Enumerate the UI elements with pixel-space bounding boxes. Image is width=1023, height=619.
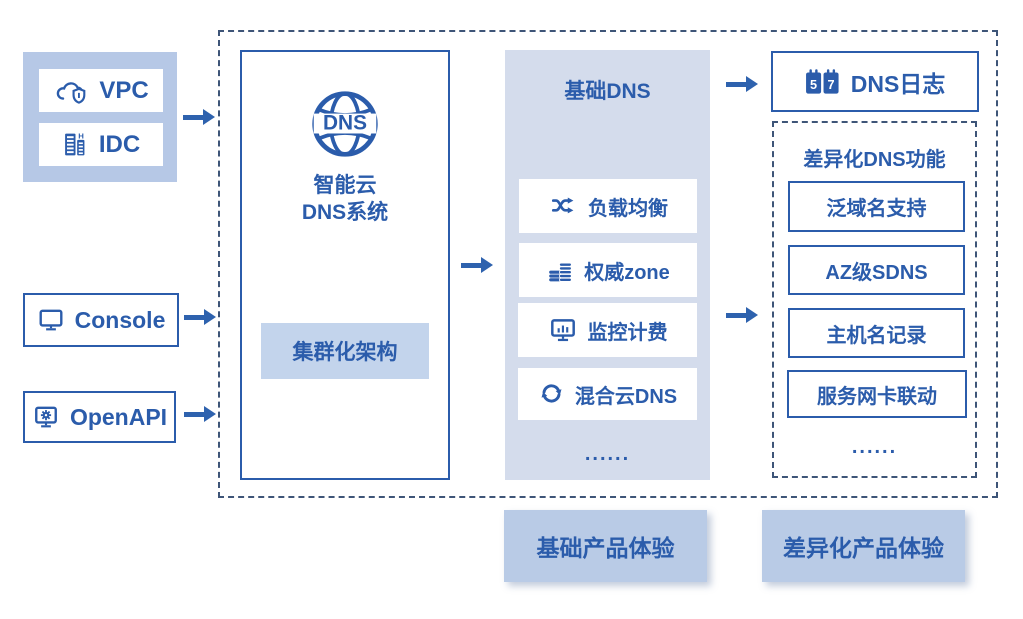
arrow-basicdns-to-dnslog (726, 76, 758, 92)
dns-log-box: 5 7 DNS日志 (771, 51, 979, 112)
cloud-shield-icon (53, 77, 89, 105)
diff-dns-panel: 差异化DNS功能 泛域名支持 AZ级SDNS 主机名记录 服务网卡联动 ....… (772, 121, 977, 478)
monitor-icon (37, 307, 65, 333)
hostname-record-label: 主机名记录 (826, 324, 927, 347)
svg-text:H: H (78, 131, 84, 140)
vpc-label: VPC (99, 76, 149, 104)
openapi-label: OpenAPI (69, 403, 168, 430)
vpc-box: VPC (39, 69, 163, 112)
calendar-right-number: 7 (827, 77, 834, 91)
console-box: Console (23, 293, 179, 347)
hostname-record-item: 主机名记录 (788, 308, 965, 358)
monitor-gear-icon (32, 404, 60, 430)
service-nic-linkage-item: 服务网卡联动 (787, 370, 967, 418)
az-sdns-label: AZ级SDNS (825, 261, 928, 284)
authoritative-zone-item: 权威zone (519, 243, 697, 297)
dns-system-title-line1: 智能云 (313, 174, 377, 197)
system-boundary (218, 30, 998, 498)
idc-box: H IDC (39, 123, 163, 166)
dns-system-title-line2: DNS系统 (301, 201, 389, 224)
network-sources-panel: VPC H IDC (23, 52, 177, 182)
arrow-console-to-system (184, 309, 216, 325)
diff-dns-title: 差异化DNS功能 (803, 149, 946, 171)
shuffle-icon (548, 193, 578, 219)
load-balance-label: 负载均衡 (588, 197, 668, 220)
basic-dns-panel: 基础DNS 负载均衡 (505, 50, 710, 480)
console-label: Console (74, 306, 166, 333)
authoritative-zone-label: 权威zone (584, 261, 670, 284)
dns-log-label: DNS日志 (850, 70, 946, 97)
arrow-openapi-to-system (184, 406, 216, 422)
arrow-sources-to-system (183, 109, 215, 125)
monitor-billing-label: 监控计费 (587, 321, 668, 344)
diff-dns-ellipsis: ...... (851, 436, 898, 458)
server-rack-icon: H (62, 131, 89, 158)
arrow-basicdns-to-diffdns (726, 307, 758, 323)
dns-globe-icon: DNS (242, 88, 448, 160)
openapi-box: OpenAPI (23, 391, 176, 443)
hybrid-cloud-dns-label: 混合云DNS (574, 385, 678, 408)
dns-system-box: DNS 智能云 DNS系统 集群化架构 (240, 50, 450, 480)
basic-product-experience-chip: 基础产品体验 (504, 510, 707, 582)
basic-dns-ellipsis: ...... (584, 443, 631, 465)
basic-dns-title: 基础DNS (564, 80, 651, 103)
arrow-system-to-basicdns (461, 257, 493, 273)
wildcard-domain-item: 泛域名支持 (788, 181, 965, 232)
cluster-architecture-chip: 集群化架构 (261, 323, 429, 379)
monitor-chart-icon (548, 317, 578, 344)
az-sdns-item: AZ级SDNS (788, 245, 965, 295)
diff-product-experience-label: 差异化产品体验 (783, 535, 944, 561)
wildcard-domain-label: 泛域名支持 (826, 198, 927, 220)
load-balance-item: 负载均衡 (519, 179, 697, 233)
service-nic-linkage-label: 服务网卡联动 (817, 385, 937, 408)
basic-product-experience-label: 基础产品体验 (536, 535, 675, 561)
calendar-57-icon: 5 7 (805, 68, 841, 96)
sync-icon (538, 381, 565, 407)
cluster-architecture-label: 集群化架构 (292, 341, 398, 364)
calendar-left-number: 5 (810, 77, 817, 91)
monitor-billing-item: 监控计费 (518, 303, 697, 357)
diff-product-experience-chip: 差异化产品体验 (762, 510, 965, 582)
globe-dns-text: DNS (323, 112, 367, 135)
hybrid-cloud-dns-item: 混合云DNS (518, 368, 697, 420)
idc-label: IDC (98, 130, 141, 158)
database-icon (546, 257, 574, 283)
